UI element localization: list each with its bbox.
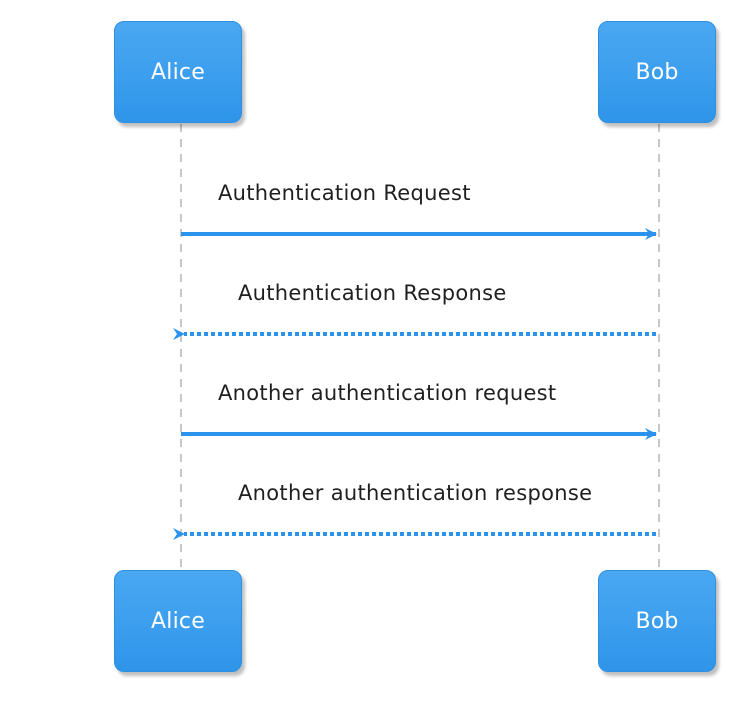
participant-label-alice-bottom: Alice <box>151 608 205 634</box>
participant-label-alice-top: Alice <box>151 59 205 85</box>
message-label-2: Authentication Response <box>238 281 507 305</box>
participant-box-alice-bottom[interactable]: Alice <box>114 570 242 672</box>
message-label-3: Another authentication request <box>218 381 557 405</box>
participant-box-bob-bottom[interactable]: Bob <box>598 570 716 672</box>
message-label-4: Another authentication response <box>238 481 593 505</box>
participant-label-bob-bottom: Bob <box>635 608 679 634</box>
participant-label-bob-top: Bob <box>635 59 679 85</box>
participant-box-alice-top[interactable]: Alice <box>114 21 242 123</box>
message-label-1: Authentication Request <box>218 181 471 205</box>
participant-box-bob-top[interactable]: Bob <box>598 21 716 123</box>
